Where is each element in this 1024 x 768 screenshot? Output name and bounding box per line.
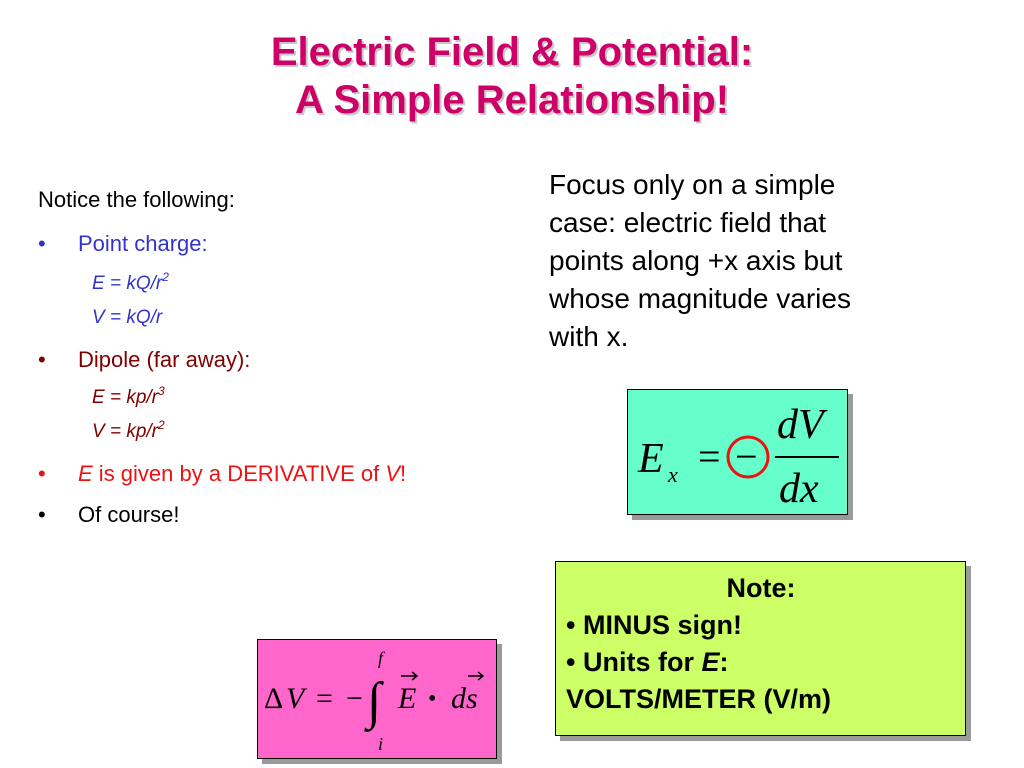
eq-denominator: dx xyxy=(779,466,819,512)
dipole-field-formula: E = kp/r3 xyxy=(92,384,165,408)
eq-ds-vector: ds xyxy=(451,682,478,715)
eq-upper-limit: f xyxy=(378,648,386,668)
of-course-text: Of course! xyxy=(78,502,180,527)
point-charge-label: Point charge: xyxy=(78,231,208,256)
eq-lhs-subscript: x xyxy=(667,462,678,487)
eq-delta: Δ xyxy=(264,682,283,715)
eq-numerator: dV xyxy=(777,402,828,448)
eq-lower-limit: i xyxy=(378,734,383,754)
focus-line: case: electric field that xyxy=(549,207,827,238)
field-equation: E x = − dV dx xyxy=(637,402,839,512)
note-minus-sign: • MINUS sign! xyxy=(566,610,742,640)
eq-minus: − xyxy=(735,434,758,479)
eq-lhs-e: E xyxy=(637,436,664,482)
focus-line: Focus only on a simple xyxy=(549,169,836,200)
integral-sign: ∫ xyxy=(364,673,384,732)
eq-dot: • xyxy=(428,686,436,712)
focus-line: points along +x axis but xyxy=(549,245,843,276)
note-heading: Note: xyxy=(726,573,796,603)
point-charge-potential-formula: V = kQ/r xyxy=(92,307,163,328)
eq-minus: − xyxy=(346,682,363,715)
potential-equation: Δ V = − f ∫ i E • ds xyxy=(264,648,485,754)
note-units: • Units for E: xyxy=(566,647,729,677)
title-line-1: Electric Field & Potential: xyxy=(270,30,754,74)
eq-equals: = xyxy=(698,434,721,479)
note-content: Note: • MINUS sign! • Units for E: VOLTS… xyxy=(566,570,956,718)
eq-e-vector: E xyxy=(397,682,416,715)
focus-paragraph: Focus only on a simple case: electric fi… xyxy=(549,166,949,356)
vector-arrow-icon xyxy=(401,671,419,681)
point-charge-field-formula: E = kQ/r2 xyxy=(92,270,169,294)
field-equation-box: E x = − dV dx xyxy=(627,389,848,515)
bullet-dot: • xyxy=(38,461,46,486)
dipole-potential-formula: V = kp/r2 xyxy=(92,418,165,442)
eq-v: V xyxy=(286,682,308,715)
notice-intro: Notice the following: xyxy=(38,187,235,212)
focus-line: whose magnitude varies xyxy=(549,283,851,314)
note-volts-per-meter: VOLTS/METER (V/m) xyxy=(566,684,832,714)
focus-line: with x. xyxy=(549,321,629,352)
derivative-text: E is given by a DERIVATIVE of V! xyxy=(78,461,407,486)
note-box: Note: • MINUS sign! • Units for E: VOLTS… xyxy=(555,561,966,736)
eq-equals: = xyxy=(316,682,333,715)
bullet-dot: • xyxy=(38,347,46,372)
slide-title: Electric Field & Potential: A Simple Rel… xyxy=(0,28,1024,124)
title-line-2: A Simple Relationship! xyxy=(294,78,730,122)
bullet-dot: • xyxy=(38,231,46,256)
potential-equation-box: Δ V = − f ∫ i E • ds xyxy=(257,639,497,759)
vector-arrow-icon xyxy=(468,671,485,681)
minus-highlight-circle xyxy=(726,435,770,479)
dipole-label: Dipole (far away): xyxy=(78,347,251,372)
bullet-dot: • xyxy=(38,502,46,527)
